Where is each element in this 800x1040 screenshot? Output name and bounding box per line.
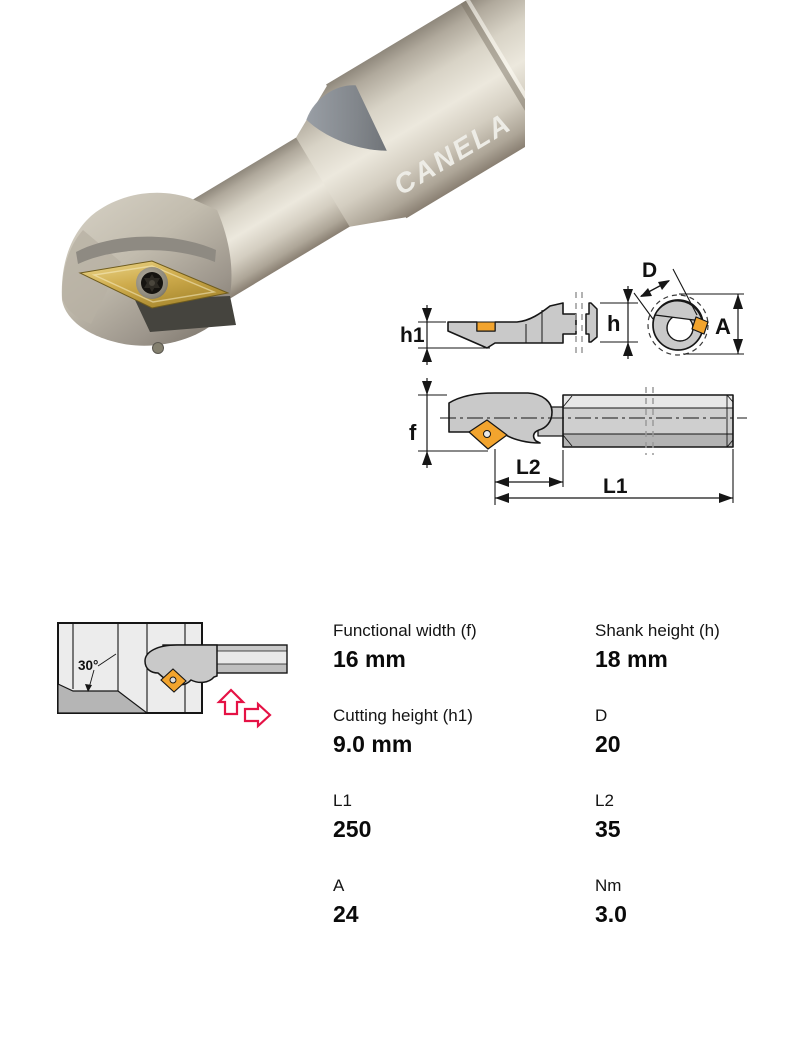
dimension-diagrams: h1 h D [400,259,747,505]
milled-flat-facet [306,85,387,151]
swing-circle-dashed [647,294,709,356]
spec-label: A [333,876,345,895]
spec-value: 24 [333,901,359,927]
spec-value: 3.0 [595,901,627,927]
h-label: h [607,311,620,336]
d-arrow-2 [658,280,670,290]
shank-end-stub [585,302,598,343]
spec-value: 9.0 mm [333,731,413,757]
spec-label: Cutting height (h1) [333,706,473,725]
feed-up-arrow-icon [216,688,246,716]
groove-ring [460,0,525,138]
l2-arrow-right [549,477,563,487]
spec-value: 16 mm [333,646,406,672]
d-tangent-2 [672,268,698,316]
shank-band-light [563,395,733,408]
end-chamfer-top [726,394,734,403]
spec-a: A 24 [333,876,583,926]
shank-band-mid [563,408,733,434]
h-arrow-bottom [623,342,633,356]
f-label: f [409,420,417,445]
side-view-body [447,302,577,349]
a-label: A [715,314,731,339]
f-arrow-top [422,381,432,395]
h1-label: h1 [400,324,425,347]
d-arrow-1 [640,288,652,297]
spec-shank-height: Shank height (h) 18 mm [595,621,800,671]
diagram-profile-view: f L2 L1 [409,378,747,505]
torx-center [149,280,155,286]
h1-arrow-top [422,308,432,322]
l1-arrow-left [495,493,509,503]
spec-l1: L1 250 [333,791,583,841]
diagram-end-view: D A [633,259,744,356]
side-view-insert [476,321,496,332]
tool-head [61,192,236,354]
shaft-body [326,0,525,219]
insert-bevel [91,265,217,303]
section-flat-cap [654,300,703,322]
angle-leader-1 [97,653,117,667]
a-arrow-top [733,294,743,309]
spec-label: Functional width (f) [333,621,477,640]
chip-pocket-facet [76,236,216,264]
spec-value: 35 [595,816,621,842]
schematic-shank-band3 [163,664,287,673]
spec-l2: L2 35 [595,791,800,841]
f-arrow-bottom [422,451,432,465]
spec-value: 250 [333,816,372,842]
groove-ring-highlight [465,0,525,135]
schematic-shank-band1 [163,645,287,651]
application-schematic: 30° [57,622,288,729]
spec-value: 20 [595,731,621,757]
neck-chamfer-bottom [562,434,573,447]
spec-label: D [595,706,608,725]
spec-label: L1 [333,791,352,810]
spec-value: 18 mm [595,646,668,672]
schematic-insert-hole [169,676,177,684]
spec-d: D 20 [595,706,800,756]
angle-leader-arrow [85,684,92,692]
d-tangent-1 [633,292,654,320]
spec-nm: Nm 3.0 [595,876,800,926]
profile-insert-hole [483,430,491,438]
l1-arrow-right [719,493,733,503]
product-photo: CANELA [61,0,525,354]
a-arrow-bottom [733,339,743,354]
end-view-insert [691,316,709,335]
end-chamfer-bottom [726,439,734,448]
spec-functional-width: Functional width (f) 16 mm [333,621,583,671]
spec-label: Nm [595,876,622,895]
spec-cutting-height: Cutting height (h1) 9.0 mm [333,706,583,756]
clamp-screw [152,342,164,354]
shank-band-dark [563,434,733,447]
profile-shank-outline [562,394,734,448]
l2-arrow-left [495,477,509,487]
bore-chamfer-region [57,683,149,714]
neck-chamfer-top [562,395,573,408]
h1-arrow-bottom [422,348,432,362]
h-arrow-top [623,289,633,303]
angle-label: 30° [78,658,98,673]
spec-label: Shank height (h) [595,621,720,640]
l1-label: L1 [603,475,628,498]
spec-label: L2 [595,791,614,810]
diagram-side-view: h1 h [400,286,638,365]
d-label: D [642,259,657,282]
l2-label: L2 [516,456,541,479]
feed-right-arrow-icon [243,701,272,729]
